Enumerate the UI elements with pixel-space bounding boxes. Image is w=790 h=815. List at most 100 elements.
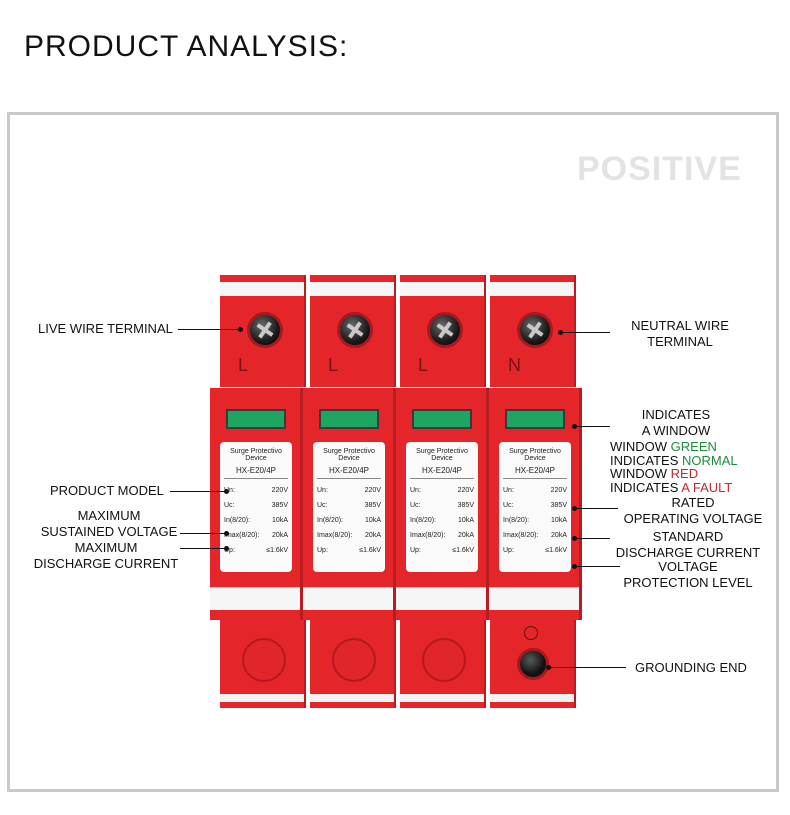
- spd-module-4: Surge Protectivo Device HX-E20/4P Un: 220…: [489, 388, 582, 620]
- plate-value: ≤1.6kV: [266, 547, 288, 554]
- plate-key: Imax(8/20):: [224, 532, 260, 539]
- plate-value: 10kA: [551, 517, 567, 524]
- callout-window-red: WINDOW RED: [610, 466, 698, 482]
- plate-key: Up:: [317, 547, 328, 554]
- plate-value: 20kA: [272, 532, 288, 539]
- leader-dot: [572, 424, 577, 429]
- callout-voltage-protection: VOLTAGE PROTECTION LEVEL: [620, 559, 756, 591]
- spd-module-1: Surge Protectivo Device HX-E20/4P Un:220…: [210, 388, 303, 620]
- plate-value: 220V: [271, 487, 288, 494]
- plate-value: 10kA: [365, 517, 381, 524]
- leader-line: [576, 566, 620, 567]
- plate-key: Imax(8/20):: [317, 532, 353, 539]
- surge-protector-device: L L L N Surge Protectivo Device HX-E20/4…: [210, 275, 582, 715]
- plate-key: Uc:: [503, 502, 514, 509]
- plate-key: Imax(8/20):: [503, 532, 539, 539]
- callout-line: SUSTAINED VOLTAGE: [40, 524, 178, 539]
- base-module-2: [310, 620, 396, 708]
- callout-line: STANDARD: [652, 529, 724, 544]
- callout-grounding: GROUNDING END: [635, 660, 747, 675]
- leader-dot: [238, 327, 243, 332]
- base-module-3: [400, 620, 486, 708]
- plate-key: Up:: [224, 547, 235, 554]
- callout-neutral-wire: NEUTRAL WIRE TERMINAL: [620, 318, 740, 350]
- plate-key: Un:: [503, 487, 514, 494]
- plate-title: Surge Protectivo Device: [509, 448, 561, 462]
- side-label: POSITIVE: [577, 150, 742, 188]
- callout-rated-voltage: RATED OPERATING VOLTAGE: [618, 495, 768, 527]
- plate-key: Uc:: [410, 502, 421, 509]
- screw-icon: [247, 312, 283, 348]
- plate-value: 220V: [457, 487, 474, 494]
- plate-model: HX-E20/4P: [410, 466, 474, 479]
- callout-line: A WINDOW: [641, 423, 711, 438]
- leader-dot: [224, 546, 229, 551]
- callout-text: WINDOW: [610, 439, 668, 454]
- callout-green-text: GREEN: [670, 439, 717, 454]
- base-module-1: [220, 620, 306, 708]
- callout-line: DISCHARGE CURRENT: [615, 545, 761, 560]
- plate-value: 220V: [550, 487, 567, 494]
- callout-line: DISCHARGE CURRENT: [33, 556, 179, 571]
- leader-line: [576, 538, 610, 539]
- plate-key: Imax(8/20):: [410, 532, 446, 539]
- plate-value: 20kA: [365, 532, 381, 539]
- leader-line: [170, 491, 226, 492]
- callout-live-wire: LIVE WIRE TERMINAL: [38, 321, 173, 336]
- plate-key: In(8/20):: [503, 517, 530, 524]
- ground-icon: [524, 626, 538, 640]
- leader-dot: [546, 665, 551, 670]
- plate-value: 385V: [550, 502, 567, 509]
- leader-line: [180, 548, 226, 549]
- leader-line: [562, 332, 610, 333]
- plate-value: 220V: [364, 487, 381, 494]
- leader-line: [178, 329, 240, 330]
- grounding-screw-icon: [517, 648, 549, 680]
- plate-value: 385V: [271, 502, 288, 509]
- plate-key: In(8/20):: [317, 517, 344, 524]
- plate-value: 10kA: [272, 517, 288, 524]
- callout-red-text: RED: [670, 466, 699, 481]
- terminal-module-3: L: [400, 275, 486, 387]
- callout-line: RATED: [671, 495, 715, 510]
- callout-line: VOLTAGE: [658, 559, 718, 574]
- product-frame: [7, 112, 779, 792]
- spd-module-2: Surge Protectivo Device HX-E20/4P Un:220…: [303, 388, 396, 620]
- indicator-window: [319, 409, 379, 429]
- plate-value: 20kA: [458, 532, 474, 539]
- callout-line: MAXIMUM: [74, 540, 138, 555]
- callout-product-model: PRODUCT MODEL: [50, 483, 164, 498]
- plate-key: Uc:: [317, 502, 328, 509]
- terminal-module-4: N: [490, 275, 576, 387]
- plate-value: 385V: [364, 502, 381, 509]
- leader-dot: [224, 531, 229, 536]
- plate-value: ≤1.6kV: [359, 547, 381, 554]
- plate-value: 385V: [457, 502, 474, 509]
- screw-icon: [517, 312, 553, 348]
- leader-dot: [572, 536, 577, 541]
- terminal-module-2: L: [310, 275, 396, 387]
- callout-line: PROTECTION LEVEL: [623, 575, 753, 590]
- plate-model: HX-E20/4P: [224, 466, 288, 479]
- plate-value: 10kA: [458, 517, 474, 524]
- terminal-letter: L: [328, 355, 339, 375]
- callout-red-text: A FAULT: [681, 480, 733, 495]
- plate-model: HX-E20/4P: [503, 466, 567, 479]
- rating-plate: Surge Protectivo Device HX-E20/4P Un:220…: [313, 442, 385, 572]
- callout-standard-discharge: STANDARD DISCHARGE CURRENT: [610, 529, 766, 561]
- terminal-letter: L: [238, 355, 249, 375]
- leader-dot: [572, 564, 577, 569]
- callout-indicates-normal: INDICATES NORMAL: [610, 453, 738, 469]
- terminal-module-1: L: [220, 275, 306, 387]
- plate-value: ≤1.6kV: [545, 547, 567, 554]
- plate-model: HX-E20/4P: [317, 466, 381, 479]
- indicator-window: [505, 409, 565, 429]
- leader-line: [576, 508, 618, 509]
- leader-dot: [224, 489, 229, 494]
- plate-key: Uc:: [224, 502, 235, 509]
- plate-key: In(8/20):: [224, 517, 251, 524]
- callout-green-text: NORMAL: [682, 453, 738, 468]
- callout-line: INDICATES: [641, 407, 711, 422]
- rating-plate: Surge Protectivo Device HX-E20/4P Un:220…: [220, 442, 292, 572]
- spd-module-3: Surge Protectivo Device HX-E20/4P Un:220…: [396, 388, 489, 620]
